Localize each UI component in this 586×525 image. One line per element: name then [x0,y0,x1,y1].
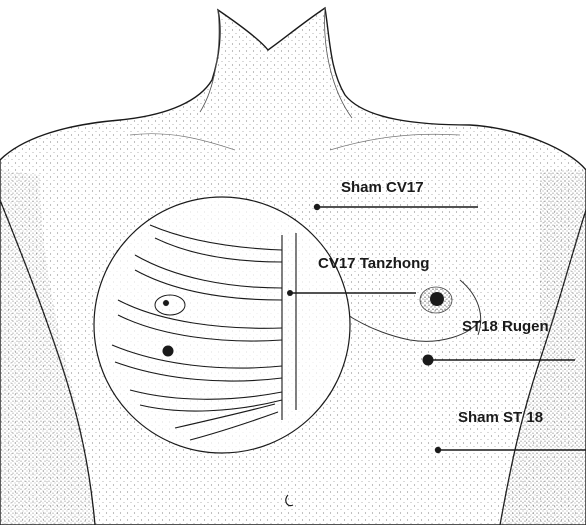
point-nipple-marker [430,292,444,306]
point-inset-st18 [163,346,174,357]
label-sham-cv17: Sham CV17 [341,179,424,196]
point-cv17 [287,290,293,296]
rib-cage-inset [94,197,350,453]
label-st18-rugen: ST18 Rugen [462,318,549,335]
point-sham-st18 [435,447,441,453]
point-sham-cv17 [314,204,320,210]
point-st18 [423,355,434,366]
label-sham-st18: Sham ST 18 [458,409,543,426]
label-cv17-tanzhong: CV17 Tanzhong [318,255,429,272]
